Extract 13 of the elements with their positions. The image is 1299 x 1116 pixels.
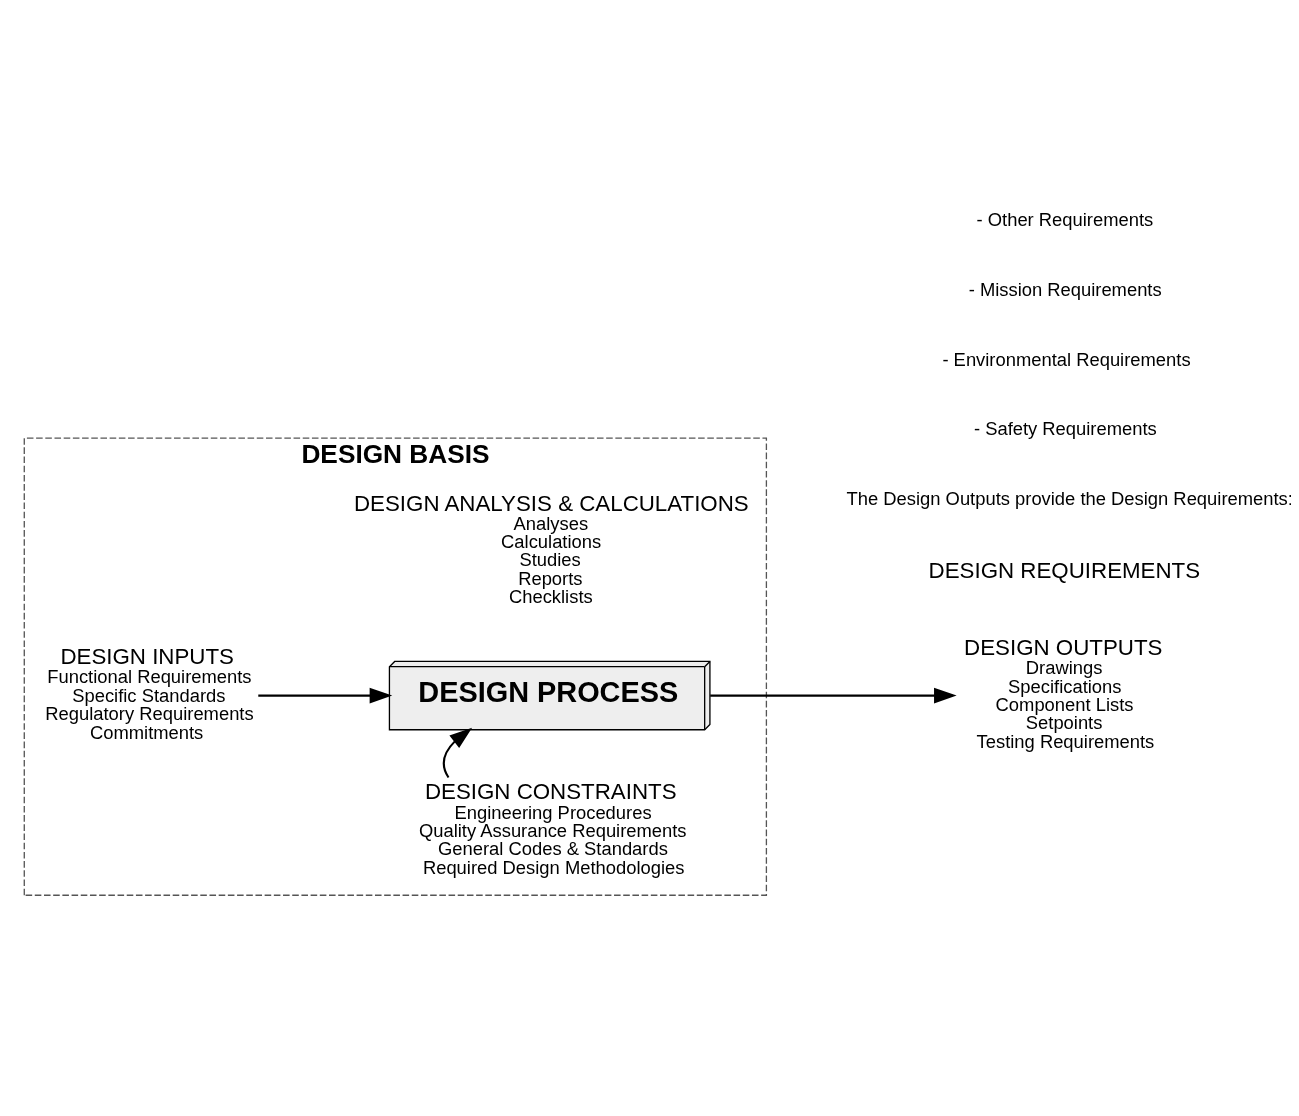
label: - Environmental Requirements: [942, 348, 1191, 370]
label: - Other Requirements: [976, 209, 1154, 231]
arrow: [710, 687, 957, 704]
label: - Mission Requirements: [968, 278, 1162, 300]
node-text: DESIGN INPUTS Functional Requirements Specific Standards Regulatory Requirements Commitments: [45, 644, 254, 743]
arrow: [442, 727, 473, 779]
label: DESIGN REQUIREMENTS: [928, 557, 1201, 583]
label: The Design Outputs provide the Design Requirements:: [846, 487, 1293, 509]
node-text: DESIGN CONSTRAINTS Engineering Procedures Quality Assurance Requirements General Codes & Standards Required Design Methodologies: [418, 779, 687, 878]
node-text: DESIGN OUTPUTS Drawings Specifications Component Lists Setpoints Testing Requirements: [964, 635, 1163, 752]
label: - Safety Requirements: [973, 418, 1157, 440]
node-text: DESIGN ANALYSIS & CALCULATIONS Analyses Calculations Studies Reports Checklists: [353, 490, 749, 608]
arrow: [258, 687, 393, 704]
